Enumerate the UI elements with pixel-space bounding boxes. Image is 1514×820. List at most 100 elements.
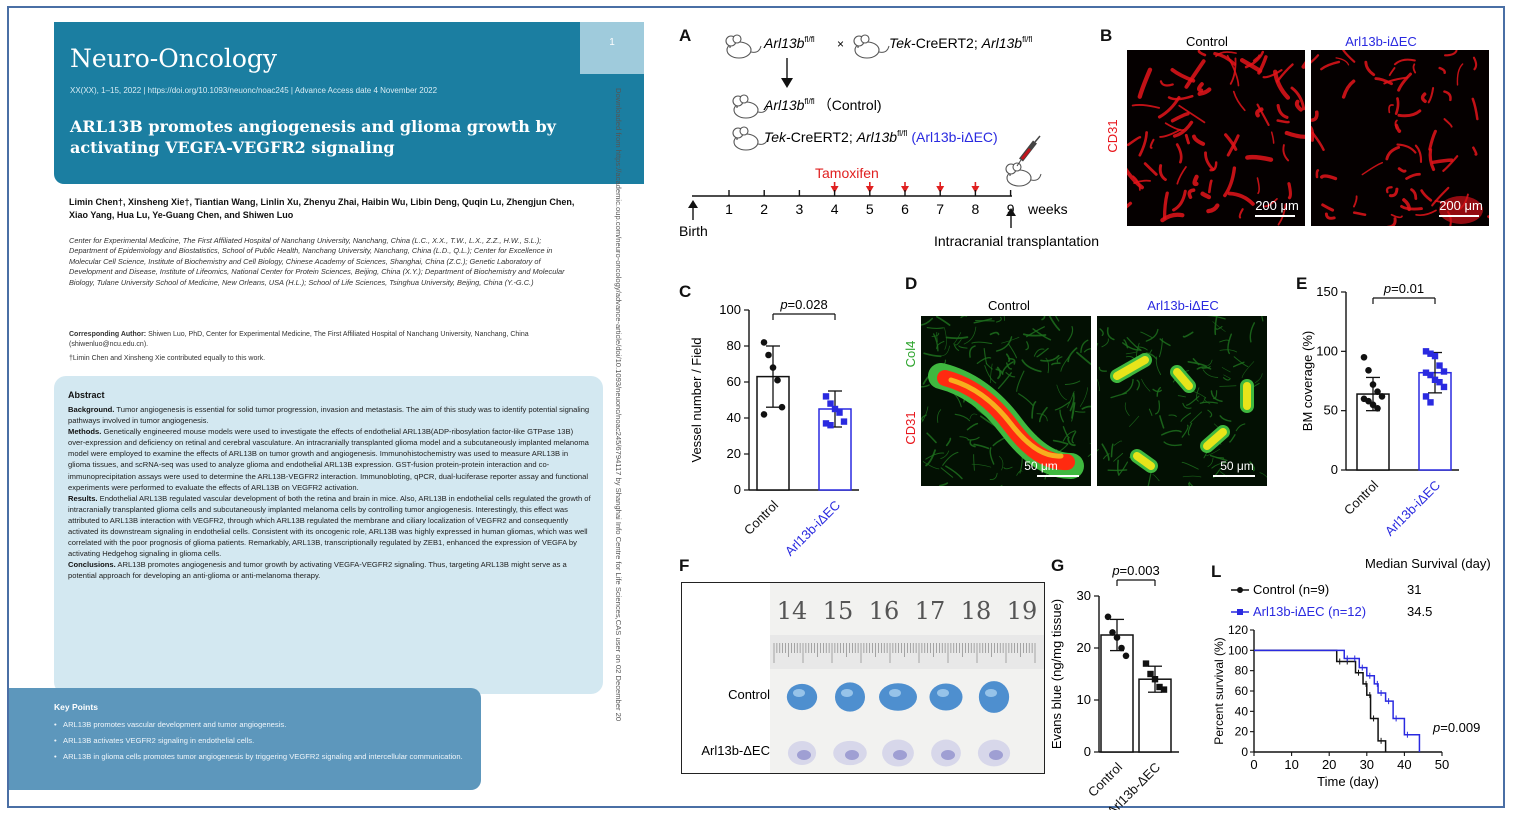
vessel-mark: [936, 340, 945, 350]
d-cd31-label: CD31: [903, 411, 918, 444]
abstract-results: Endothelial ARL13B regulated vascular de…: [68, 493, 591, 559]
panel-letter-c: C: [679, 282, 692, 301]
data-point: [774, 376, 781, 384]
vessel-mark: [969, 439, 976, 448]
vessel-mark: [1137, 67, 1153, 99]
vessel-mark: [1213, 390, 1218, 400]
survival-curve: [1254, 649, 1387, 752]
vessel-mark: [1071, 402, 1076, 419]
tumor-control: [978, 681, 1010, 713]
vessel-mark: [1172, 189, 1187, 212]
data-point: [1118, 644, 1125, 652]
vessel-mark: [1178, 104, 1206, 124]
data-point: [1440, 383, 1448, 391]
vessel-mark: [1008, 343, 1018, 359]
vessel-mark: [1185, 395, 1200, 406]
vessel-mark: [1311, 110, 1319, 122]
paper-first-page: 1 Neuro-Oncology XX(XX), 1–15, 2022 | ht…: [9, 8, 649, 808]
vessel-mark: [1410, 188, 1418, 200]
vessel-mark: [1249, 461, 1255, 472]
vessel-mark: [1388, 104, 1394, 114]
vessel-mark: [939, 482, 949, 486]
tamoxifen-arrows: [830, 182, 980, 193]
vessel-mark: [1207, 359, 1213, 366]
abstract-conclusions: ARL13B promotes angiogenesis and tumor g…: [68, 560, 567, 581]
vessel-mark: [1126, 337, 1142, 351]
data-point: [1113, 634, 1121, 641]
tamoxifen-arrow-head: [936, 186, 945, 193]
vessel-mark: [1383, 76, 1409, 85]
vessel-mark: [989, 447, 995, 465]
vessel-mark: [1444, 50, 1458, 57]
y-tick-label: 20: [727, 446, 741, 461]
y-tick-label: 10: [1077, 692, 1091, 707]
tamoxifen-label: Tamoxifen: [815, 165, 879, 181]
vessel-mark: [1147, 472, 1152, 486]
tumor-highlight: [889, 689, 901, 697]
journal-meta: XX(XX), 1–15, 2022 | https://doi.org/10.…: [70, 86, 438, 95]
y-tick-label: 0: [1241, 745, 1248, 759]
y-tick-label: 150: [1316, 284, 1338, 299]
x-tick-label: 50: [1435, 757, 1449, 772]
vessel-mark: [1214, 316, 1218, 336]
d-control-scale: 50 μm: [1024, 459, 1079, 477]
vessel-mark: [1229, 434, 1236, 443]
vessel-mark: [925, 449, 936, 467]
d-ko-micrograph: 50 μm: [1097, 316, 1267, 486]
b-control-label: Control: [1186, 34, 1228, 49]
data-point: [1369, 381, 1377, 388]
tumor-ko-stain: [989, 750, 1003, 760]
vessel-mark: [1101, 338, 1109, 348]
d-ko-vessels: [1097, 316, 1267, 486]
vessel-mark: [989, 331, 1000, 336]
vessel-mark: [1188, 481, 1194, 486]
vessel-mark: [1067, 325, 1074, 342]
vessel-mark: [1219, 415, 1232, 422]
vessel-mark: [1003, 466, 1013, 470]
vessel-mark: [1177, 395, 1186, 398]
vessel-mark: [1196, 387, 1200, 402]
vessel-mark: [1394, 97, 1400, 116]
vessel-mark: [1420, 92, 1427, 103]
vessel-mark: [1294, 99, 1303, 112]
vessel-mark: [936, 332, 938, 343]
vessel-mark: [985, 363, 993, 370]
vessel-mark: [935, 316, 951, 326]
vessel-mark: [1069, 392, 1075, 412]
vessel-mark: [1235, 423, 1246, 432]
data-point: [760, 411, 768, 418]
vessel-mark: [1245, 154, 1274, 162]
vessel-mark: [995, 316, 1002, 323]
vessel-mark: [1170, 112, 1190, 123]
vessel-mark: [1176, 166, 1187, 185]
panel-letter-l: L: [1211, 562, 1222, 581]
key-points-list: ARL13B promotes vascular development and…: [54, 720, 474, 768]
vessel-mark: [945, 465, 963, 480]
vessel-mark: [1180, 412, 1192, 422]
vessel-mark: [1184, 133, 1191, 145]
data-point: [765, 351, 772, 359]
vessel-mark: [1167, 94, 1194, 101]
legend-marker-control: [1237, 587, 1243, 593]
vessel-mark: [1159, 128, 1181, 138]
download-watermark: Downloaded from https://academic.oup.com…: [613, 88, 625, 798]
vessel-mark: [1261, 316, 1264, 322]
vessel-mark: [1385, 186, 1393, 194]
cross-symbol: ×: [837, 37, 844, 51]
vessel-mark: [1189, 411, 1202, 424]
vessel-mark: [1212, 321, 1226, 332]
p-value-label: p=0.01: [1383, 281, 1424, 296]
bar: [756, 375, 790, 491]
bar: [1418, 371, 1452, 471]
vessel-mark: [1038, 406, 1048, 423]
y-tick-label: 20: [1235, 725, 1249, 739]
vessel-mark: [1227, 333, 1233, 355]
vessel-mark: [1101, 443, 1110, 461]
cross-right-genotype: Tek-CreERT2; Arl13bfl/fl: [889, 35, 1033, 51]
vessel-mark: [1223, 166, 1237, 198]
vessel-mark: [1025, 341, 1029, 351]
ruler-number: 18: [961, 597, 992, 625]
vessel-mark: [1026, 326, 1045, 338]
tumor-control: [834, 682, 866, 712]
vessel-mark: [1117, 459, 1120, 476]
